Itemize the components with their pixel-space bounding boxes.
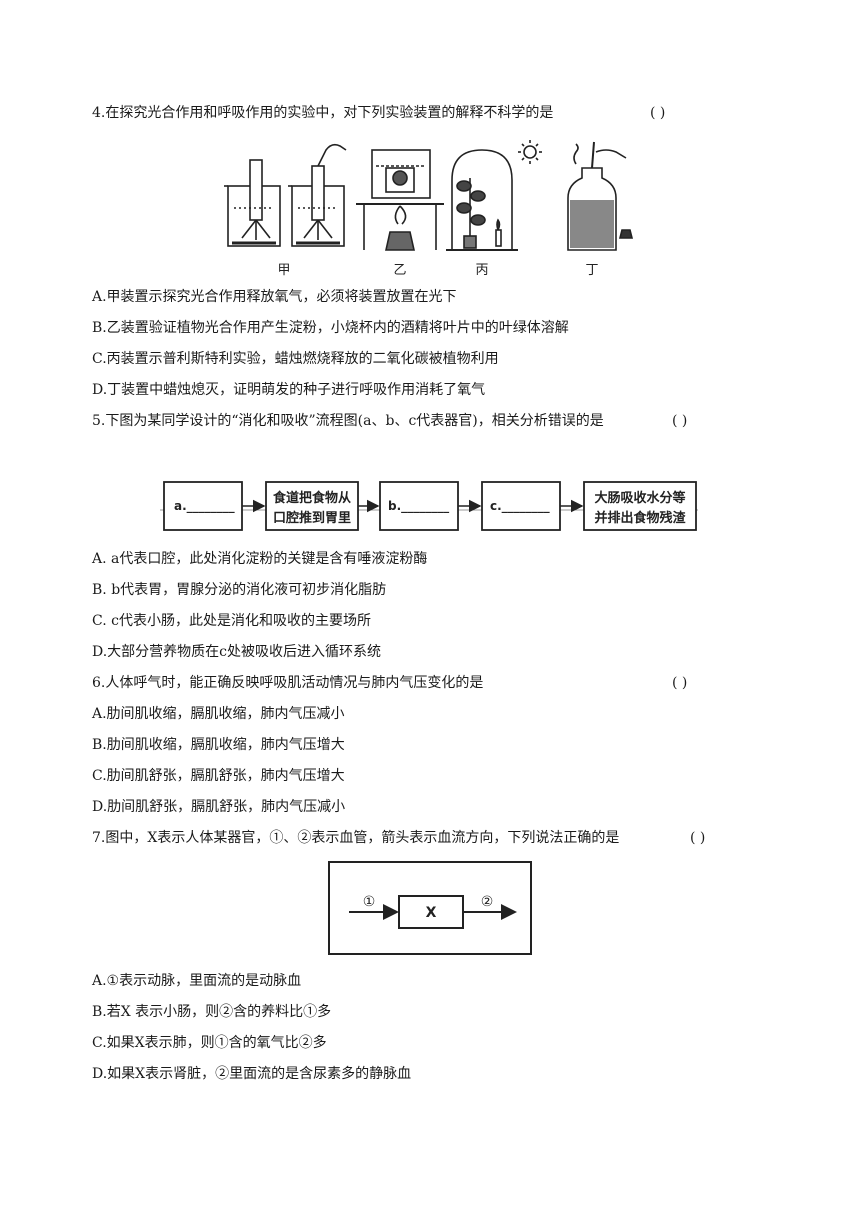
q5-answer-paren: ( ) [672,413,688,429]
vessel-1-label: ① [363,894,376,910]
vessel-2-label: ② [481,894,494,910]
q5-option-c: C. c代表小肠，此处是消化和吸收的主要场所 [92,613,371,629]
q7-option-b: B.若X 表示小肠，则②含的养料比①多 [92,1004,332,1020]
flow-box-large-intestine-line2: 并排出食物残渣 [594,510,686,526]
q6-option-d: D.肋间肌舒张，膈肌舒张，肺内气压减小 [92,799,346,815]
seed-bottle-illustration [567,141,634,251]
flow-box-large-intestine-line1: 大肠吸收水分等 [594,490,685,506]
q4-stem: 4.在探究光合作用和呼吸作用的实验中，对下列实验装置的解释不科学的是 [92,105,554,121]
q7-diagram: ① X ② [328,861,532,955]
q6-option-c: C.肋间肌舒张，膈肌舒张，肺内气压增大 [92,768,345,784]
figure-label-jia: 甲 [277,263,290,278]
q6-option-a: A.肋间肌收缩，膈肌收缩，肺内气压减小 [92,706,345,722]
q5-flowchart: a.________ 食道把食物从 口腔推到胃里 b.________ c.__… [160,481,698,531]
q4-option-b: B.乙装置验证植物光合作用产生淀粉，小烧杯内的酒精将叶片中的叶绿体溶解 [92,320,569,336]
flow-box-esophagus-line2: 口腔推到胃里 [273,510,351,526]
figure-label-ding: 丁 [585,263,598,278]
q6-option-b: B.肋间肌收缩，膈肌收缩，肺内气压增大 [92,737,345,753]
flow-box-c: c.________ [490,499,550,514]
figure-label-bing: 丙 [475,263,488,278]
q4-figure: 甲 乙 丙 丁 [224,140,634,278]
flow-box-b: b.________ [388,499,449,514]
q7-answer-paren: ( ) [690,830,706,846]
beaker-right-illustration [288,143,347,247]
q7-option-a: A.①表示动脉，里面流的是动脉血 [92,973,302,989]
sun-icon [518,140,542,164]
q4-answer-paren: ( ) [650,105,666,121]
q7-stem: 7.图中，X表示人体某器官，①、②表示血管，箭头表示血流方向，下列说法正确的是 [92,830,620,846]
q4-option-a: A.甲装置示探究光合作用释放氧气，必须将装置放置在光下 [92,289,457,305]
q5-option-b: B. b代表胃，胃腺分泌的消化液可初步消化脂肪 [92,582,387,598]
q5-option-a: A. a代表口腔，此处消化淀粉的关键是含有唾液淀粉酶 [92,551,428,567]
q6-stem: 6.人体呼气时，能正确反映呼吸肌活动情况与肺内气压变化的是 [92,675,484,691]
flow-box-a: a.________ [174,499,235,514]
flow-box-esophagus-line1: 食道把食物从 [273,490,351,506]
beaker-left-illustration [224,159,281,247]
bell-jar-illustration [446,149,518,251]
figure-label-yi: 乙 [393,263,406,278]
water-bath-illustration [356,149,444,251]
q5-stem: 5.下图为某同学设计的“消化和吸收”流程图(a、b、c代表器官)，相关分析错误的… [92,413,604,429]
q7-option-c: C.如果X表示肺，则①含的氧气比②多 [92,1035,327,1051]
q4-option-c: C.丙装置示普利斯特利实验，蜡烛燃烧释放的二氧化碳被植物利用 [92,351,499,367]
organ-x-label: X [426,905,437,921]
q6-answer-paren: ( ) [672,675,688,691]
q4-option-d: D.丁装置中蜡烛熄灭，证明萌发的种子进行呼吸作用消耗了氧气 [92,382,486,398]
q5-option-d: D.大部分营养物质在c处被吸收后进入循环系统 [92,644,382,660]
q7-option-d: D.如果X表示肾脏，②里面流的是含尿素多的静脉血 [92,1066,412,1082]
